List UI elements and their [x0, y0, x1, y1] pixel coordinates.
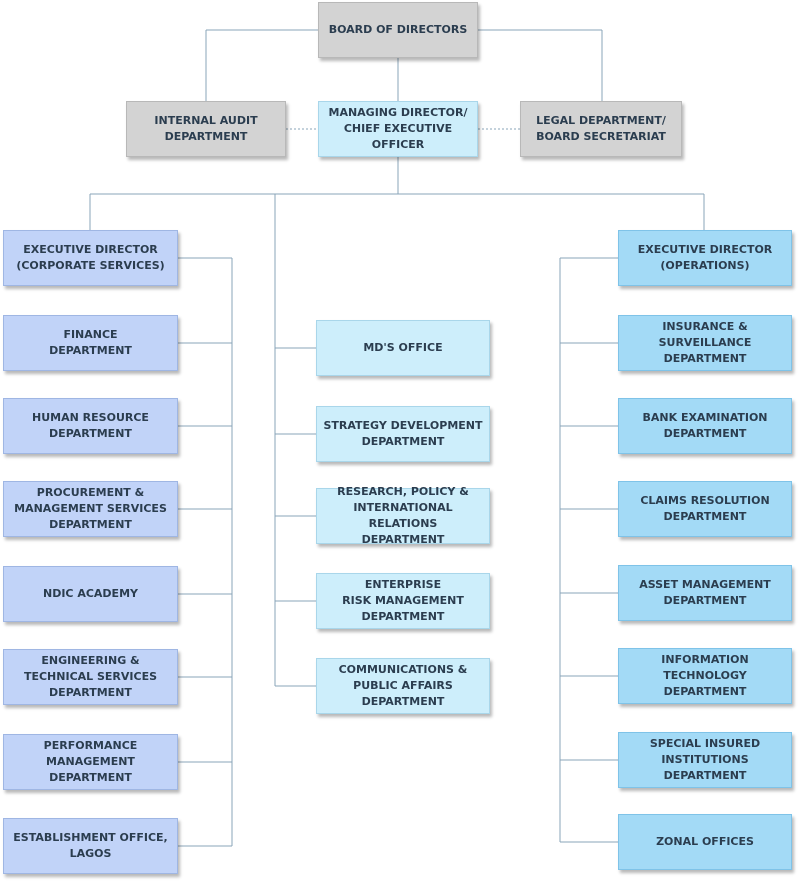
legal-department-box: LEGAL DEPARTMENT/ BOARD SECRETARIAT — [520, 101, 682, 157]
right-department-box: INFORMATION TECHNOLOGY DEPARTMENT — [618, 648, 792, 704]
left-department-box: NDIC ACADEMY — [3, 566, 178, 622]
right-department-box: ZONAL OFFICES — [618, 814, 792, 870]
right-department-box: BANK EXAMINATION DEPARTMENT — [618, 398, 792, 454]
center-department-box: RESEARCH, POLICY & INTERNATIONAL RELATIO… — [316, 485, 490, 546]
ed-operations-box: EXECUTIVE DIRECTOR (OPERATIONS) — [618, 230, 792, 286]
board-of-directors-box: BOARD OF DIRECTORS — [318, 2, 478, 58]
right-department-box: CLAIMS RESOLUTION DEPARTMENT — [618, 481, 792, 537]
center-department-box: ENTERPRISE RISK MANAGEMENT DEPARTMENT — [316, 573, 490, 629]
left-department-box: HUMAN RESOURCE DEPARTMENT — [3, 398, 178, 454]
center-department-box: COMMUNICATIONS & PUBLIC AFFAIRS DEPARTME… — [316, 658, 490, 714]
center-department-box: STRATEGY DEVELOPMENT DEPARTMENT — [316, 406, 490, 462]
right-department-box: INSURANCE & SURVEILLANCE DEPARTMENT — [618, 315, 792, 371]
left-department-box: PERFORMANCE MANAGEMENT DEPARTMENT — [3, 734, 178, 790]
ed-corporate-services-box: EXECUTIVE DIRECTOR (CORPORATE SERVICES) — [3, 230, 178, 286]
left-department-box: FINANCE DEPARTMENT — [3, 315, 178, 371]
md-ceo-box: MANAGING DIRECTOR/ CHIEF EXECUTIVE OFFIC… — [318, 101, 478, 157]
right-department-box: ASSET MANAGEMENT DEPARTMENT — [618, 565, 792, 621]
left-department-box: PROCUREMENT & MANAGEMENT SERVICES DEPART… — [3, 481, 178, 537]
internal-audit-box: INTERNAL AUDIT DEPARTMENT — [126, 101, 286, 157]
left-department-box: ENGINEERING & TECHNICAL SERVICES DEPARTM… — [3, 649, 178, 705]
right-department-box: SPECIAL INSURED INSTITUTIONS DEPARTMENT — [618, 732, 792, 788]
left-department-box: ESTABLISHMENT OFFICE, LAGOS — [3, 818, 178, 874]
center-department-box: MD'S OFFICE — [316, 320, 490, 376]
